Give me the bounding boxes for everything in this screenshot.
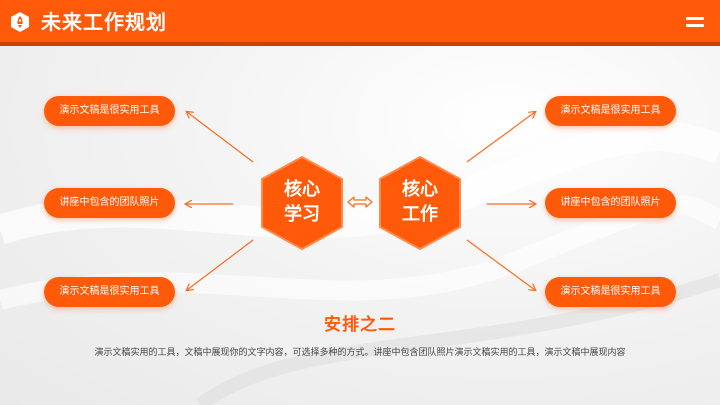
right-item-2[interactable]: 讲座中包含的团队照片	[545, 188, 676, 218]
right-item-3[interactable]: 演示文稿是很实用工具	[545, 277, 676, 307]
hex-label-work-line2: 工作	[402, 204, 438, 225]
section-description: 演示文稿实用的工具，文稿中展现你的文字内容，可选择多种的方式。讲座中包含团队照片…	[94, 348, 626, 358]
left-item-3[interactable]: 演示文稿是很实用工具	[44, 277, 175, 307]
right-item-1[interactable]: 演示文稿是很实用工具	[545, 96, 676, 126]
header-bar	[0, 0, 720, 42]
hex-label-work-line1: 核心	[402, 179, 438, 200]
double-arrow-icon	[347, 196, 373, 208]
left-item-2[interactable]: 讲座中包含的团队照片	[44, 188, 175, 218]
menu-icon[interactable]	[686, 17, 704, 29]
hexagon-core-work	[379, 156, 461, 250]
hex-label-learning-line1: 核心	[284, 179, 320, 200]
hexagon-core-learning	[261, 156, 343, 250]
header-underline	[0, 42, 720, 46]
left-item-1[interactable]: 演示文稿是很实用工具	[44, 96, 175, 126]
hex-label-learning-line2: 学习	[284, 204, 320, 225]
section-subtitle: 安排之二	[324, 315, 396, 335]
rocket-hexagon-icon	[11, 12, 29, 32]
page-title: 未来工作规划	[41, 10, 167, 34]
